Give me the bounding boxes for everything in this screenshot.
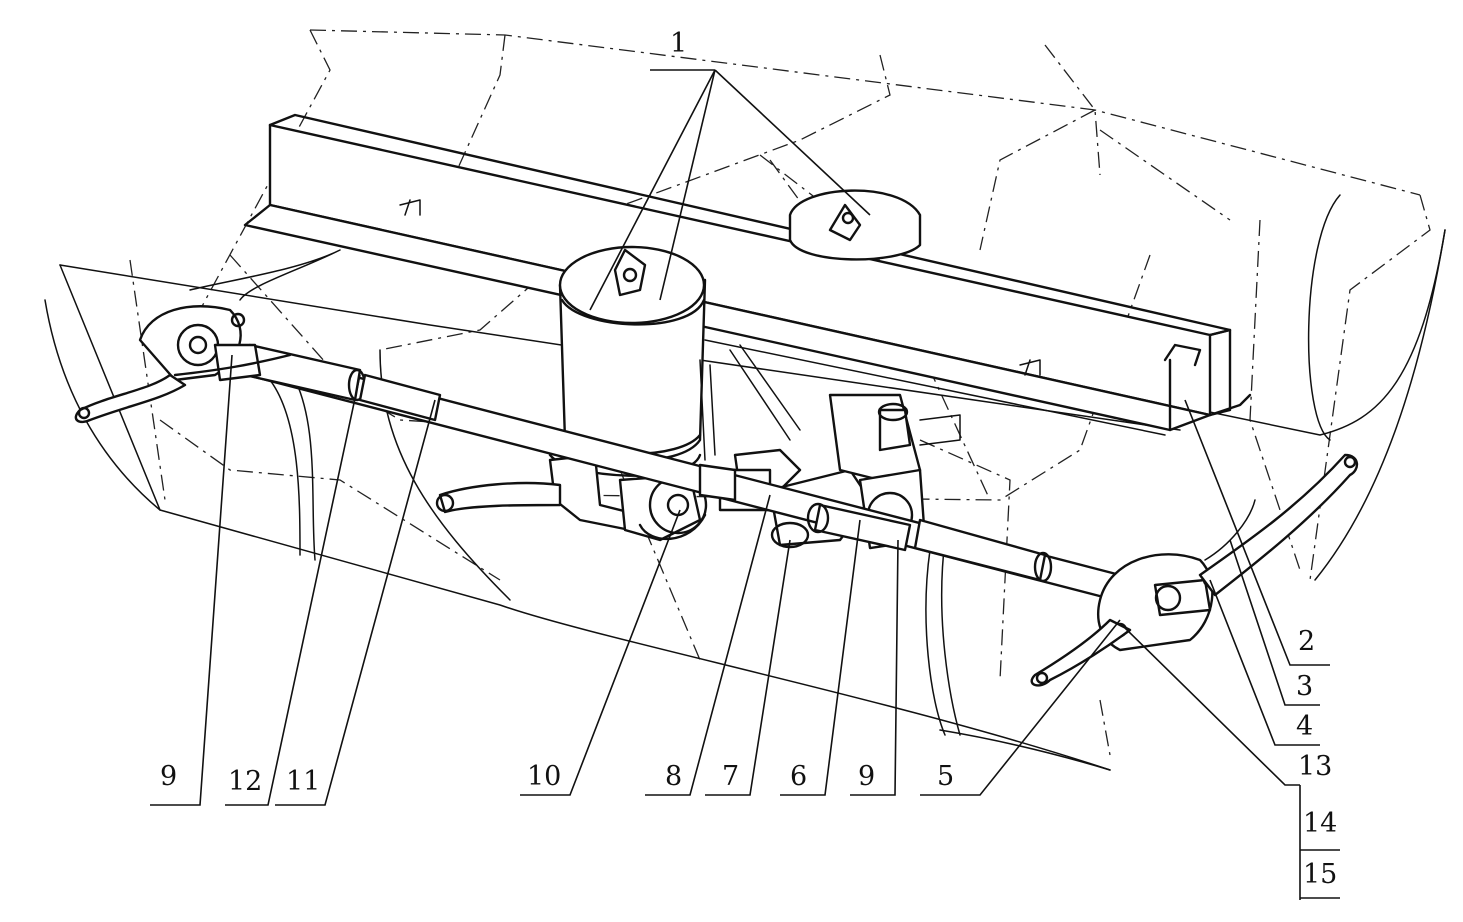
label-7: 7 xyxy=(722,761,739,792)
label-1: 1 xyxy=(670,28,687,59)
label-2: 2 xyxy=(1298,626,1315,657)
label-4: 4 xyxy=(1296,711,1313,742)
cross-beam xyxy=(243,113,1252,436)
leader-lines xyxy=(150,69,1340,900)
label-10: 10 xyxy=(527,761,561,792)
left-inner-arm xyxy=(435,481,562,514)
label-9-right: 9 xyxy=(858,761,875,792)
label-13: 13 xyxy=(1298,751,1332,782)
label-12: 12 xyxy=(228,766,262,797)
label-8: 8 xyxy=(665,761,682,792)
left-brake-arm xyxy=(74,249,341,424)
right-brake-arm xyxy=(1030,453,1359,687)
label-9-left: 9 xyxy=(160,761,177,792)
label-6: 6 xyxy=(790,761,807,792)
body-panel xyxy=(44,194,1446,771)
label-15: 15 xyxy=(1303,859,1337,890)
label-3: 3 xyxy=(1296,671,1313,702)
rear-chamber xyxy=(788,189,922,261)
label-14: 14 xyxy=(1303,808,1337,839)
label-11: 11 xyxy=(286,766,320,797)
label-5: 5 xyxy=(937,761,954,792)
callout-labels: 1 2 3 4 5 6 7 8 9 10 11 12 9 13 14 15 xyxy=(160,28,1337,890)
